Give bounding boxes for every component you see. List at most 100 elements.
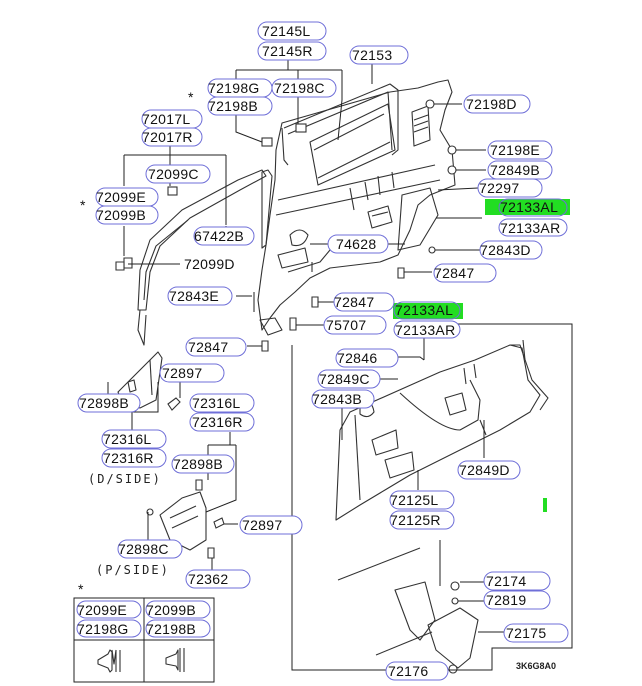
part-label[interactable]: 72145R	[257, 41, 327, 61]
svg-text:72897: 72897	[162, 365, 202, 381]
svg-text:72125R: 72125R	[390, 512, 441, 528]
svg-text:72846: 72846	[337, 350, 377, 366]
clip-icon-72099E	[97, 649, 121, 673]
svg-text:72198G: 72198G	[208, 80, 260, 96]
svg-text:72133AL: 72133AL	[500, 199, 558, 215]
part-label[interactable]: 72847	[185, 337, 247, 357]
p-side-note: (P/SIDE)	[96, 563, 170, 577]
part-label[interactable]: 72316R	[101, 448, 167, 468]
part-label[interactable]: 72198B	[145, 619, 211, 638]
part-label[interactable]: 72133AR	[393, 320, 461, 339]
svg-text:72133AL: 72133AL	[395, 302, 453, 318]
svg-text:72145R: 72145R	[262, 43, 313, 59]
leader-lines	[107, 60, 573, 671]
svg-text:72017L: 72017L	[142, 111, 191, 127]
part-label[interactable]: 72897	[239, 515, 303, 535]
part-label[interactable]: 72198E	[487, 140, 553, 160]
part-label[interactable]: 72099B	[95, 205, 159, 225]
svg-text:75707: 75707	[326, 317, 366, 333]
svg-text:72133AR: 72133AR	[395, 322, 455, 338]
part-label[interactable]: 72843B	[311, 389, 375, 409]
part-label[interactable]: 72125L	[389, 490, 455, 510]
part-label[interactable]: 72819	[483, 590, 551, 610]
svg-text:72843D: 72843D	[480, 242, 531, 258]
part-label[interactable]: 74628	[327, 234, 389, 254]
part-label[interactable]: 72099E	[76, 600, 142, 619]
part-label[interactable]: 72843D	[479, 240, 543, 260]
svg-text:72849D: 72849D	[459, 462, 510, 478]
part-label[interactable]: 72198D	[463, 94, 531, 114]
svg-text:72125L: 72125L	[390, 492, 439, 508]
svg-text:72843E: 72843E	[169, 288, 219, 304]
part-label[interactable]: 72198G	[76, 619, 142, 638]
part-label[interactable]: 72099E	[95, 187, 159, 207]
svg-text:72153: 72153	[352, 47, 392, 63]
svg-text:72099B: 72099B	[146, 602, 196, 618]
asterisk-mark: *	[80, 197, 86, 213]
svg-text:72898B: 72898B	[79, 395, 129, 411]
part-label[interactable]: 72017L	[141, 109, 203, 129]
part-label[interactable]: 72316L	[101, 429, 167, 449]
svg-text:72176: 72176	[388, 663, 428, 679]
part-label[interactable]: 72176	[385, 661, 449, 681]
part-label[interactable]: 72897	[159, 363, 225, 383]
part-label[interactable]: 75707	[323, 315, 387, 335]
highlight-72133AL-lower	[393, 303, 463, 319]
part-label[interactable]: 72017R	[141, 127, 203, 147]
part-label-highlighted[interactable]: 72133AL	[393, 301, 461, 320]
part-label[interactable]: 72099B	[145, 600, 211, 619]
part-label[interactable]: 72362	[185, 569, 251, 589]
part-label[interactable]: 72174	[483, 571, 551, 591]
svg-text:72099E: 72099E	[77, 602, 127, 618]
svg-text:72847: 72847	[434, 265, 474, 281]
part-label[interactable]: 72153	[349, 45, 409, 65]
svg-text:72847: 72847	[188, 339, 228, 355]
part-label[interactable]: 72099C	[145, 164, 211, 184]
quarter-trim-lower-panel	[335, 339, 549, 521]
svg-text:72133AR: 72133AR	[500, 220, 560, 236]
asterisk-mark: *	[188, 89, 194, 105]
part-label[interactable]: 72125R	[389, 510, 455, 530]
part-label[interactable]: 72898B	[171, 454, 235, 474]
part-label[interactable]: 72849B	[487, 160, 553, 180]
svg-text:72099C: 72099C	[148, 166, 199, 182]
part-label[interactable]: 72843E	[167, 286, 233, 306]
svg-text:74628: 74628	[336, 236, 376, 252]
part-label[interactable]: 72198G	[207, 78, 273, 98]
svg-text:72316L: 72316L	[103, 431, 152, 447]
svg-text:72198B: 72198B	[146, 621, 196, 637]
part-label[interactable]: 72847	[333, 292, 395, 312]
part-label[interactable]: 72846	[335, 348, 399, 368]
part-label[interactable]: 72175	[503, 623, 569, 643]
part-label[interactable]: 72145L	[257, 21, 327, 41]
lower-side-trim	[337, 547, 479, 674]
part-label[interactable]: 72297	[477, 178, 543, 198]
pillar-trim	[137, 169, 273, 346]
part-label-72099D[interactable]: 72099D	[184, 256, 235, 272]
diagram-code: 3K6G8A0	[516, 661, 556, 671]
svg-text:72897: 72897	[242, 517, 282, 533]
svg-text:72849C: 72849C	[319, 371, 370, 387]
part-label[interactable]: 72198C	[271, 78, 337, 98]
svg-text:72017R: 72017R	[142, 129, 193, 145]
part-label[interactable]: 72133AR	[498, 218, 568, 237]
svg-text:72316R: 72316R	[103, 450, 154, 466]
svg-text:72099B: 72099B	[96, 207, 146, 223]
highlight-marker	[543, 498, 547, 512]
part-label-highlighted[interactable]: 72133AL	[498, 198, 568, 217]
part-label[interactable]: 72316R	[189, 412, 255, 432]
asterisk-mark: *	[78, 581, 84, 597]
part-label[interactable]: 72849C	[317, 369, 381, 389]
svg-text:72297: 72297	[479, 180, 519, 196]
svg-text:72316R: 72316R	[192, 414, 243, 430]
svg-text:72316L: 72316L	[192, 395, 241, 411]
part-label[interactable]: 72849D	[457, 460, 521, 480]
part-label[interactable]: 72316L	[189, 393, 255, 413]
part-label[interactable]: 72198B	[207, 96, 273, 116]
part-label[interactable]: 72898C	[117, 539, 183, 559]
svg-text:72198E: 72198E	[490, 142, 540, 158]
part-label[interactable]: 72898B	[77, 393, 141, 413]
part-label[interactable]: 72847	[433, 263, 497, 283]
part-label[interactable]: 67422B	[193, 226, 255, 246]
